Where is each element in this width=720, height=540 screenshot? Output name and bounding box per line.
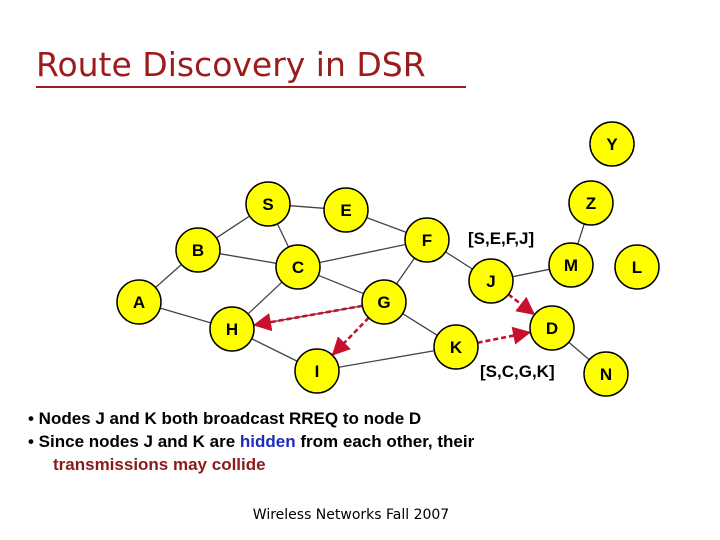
link-C-F [319, 243, 406, 264]
node-circle-N [583, 351, 629, 397]
link-G-K [402, 313, 438, 336]
node-I: I [294, 348, 340, 394]
link-B-C [219, 253, 277, 264]
node-label-L: L [632, 258, 642, 277]
footer: Wireless Networks Fall 2007 [252, 507, 450, 523]
node-G: G [361, 279, 407, 325]
node-circle-Z [568, 180, 614, 226]
node-circle-Y [589, 121, 635, 167]
node-circle-J [468, 258, 514, 304]
node-J: J [468, 258, 514, 304]
node-Y: Y [589, 121, 635, 167]
node-label-D: D [546, 319, 558, 338]
bullet-3: transmissions may collide [28, 453, 474, 476]
node-Z: Z [568, 180, 614, 226]
node-label-E: E [340, 201, 351, 220]
node-circle-M [548, 242, 594, 288]
node-label-G: G [377, 293, 390, 312]
node-label-I: I [315, 362, 320, 381]
node-label-J: J [486, 272, 495, 291]
node-circle-I [294, 348, 340, 394]
arrows-layer [252, 293, 536, 356]
node-F: F [404, 217, 450, 263]
link-H-I [251, 338, 298, 362]
bullet-2-post: from each other, their [295, 432, 475, 451]
rreq-arrow-K-D [477, 326, 532, 345]
node-circle-H [209, 306, 255, 352]
title-underline [36, 86, 466, 88]
node-C: C [275, 244, 321, 290]
link-D-N [568, 341, 590, 361]
hidden-word: hidden [239, 432, 296, 451]
node-label-M: M [564, 256, 578, 275]
rreq-arrow-G-I [331, 316, 370, 356]
node-label-K: K [450, 338, 463, 357]
node-label-F: F [422, 231, 432, 250]
node-circle-E [323, 187, 369, 233]
link-J-M [512, 268, 550, 278]
node-A: A [116, 279, 162, 325]
node-circle-B [175, 227, 221, 273]
link-S-E [289, 205, 325, 209]
link-I-K [338, 350, 435, 368]
node-circle-S [245, 181, 291, 227]
link-S-B [216, 215, 250, 239]
bullet-2: • Since nodes J and K are hidden from ea… [28, 430, 474, 453]
node-M: M [548, 242, 594, 288]
nodes-layer: S E Z Y B F C M L J A G H D K I N [116, 121, 660, 397]
link-S-C [276, 223, 290, 248]
node-circle-L [614, 244, 660, 290]
node-N: N [583, 351, 629, 397]
node-label-H: H [226, 320, 238, 339]
link-C-H [247, 281, 283, 315]
link-C-G [318, 274, 364, 295]
node-K: K [433, 324, 479, 370]
rreq-arrow-J-D [507, 293, 536, 316]
rreq-arrow-G-H [252, 304, 363, 332]
link-E-F [366, 217, 407, 233]
node-E: E [323, 187, 369, 233]
link-F-J [445, 251, 473, 270]
node-label-C: C [292, 258, 304, 277]
link-M-Z [577, 223, 585, 245]
node-circle-D [529, 305, 575, 351]
node-S: S [245, 181, 291, 227]
node-D: D [529, 305, 575, 351]
node-label-Y: Y [606, 135, 618, 154]
link-A-H [159, 307, 212, 324]
link-F-G [396, 257, 415, 285]
node-label-N: N [600, 365, 612, 384]
bullet-1: • Nodes J and K both broadcast RREQ to n… [28, 409, 422, 428]
bullet-list: • Nodes J and K both broadcast RREQ to n… [28, 407, 474, 476]
node-circle-K [433, 324, 479, 370]
collide-text: transmissions may collide [53, 455, 266, 474]
node-circle-G [361, 279, 407, 325]
bullet-2-pre: • Since nodes J and K are [28, 432, 240, 451]
node-label-Z: Z [586, 194, 596, 213]
node-circle-C [275, 244, 321, 290]
node-label-B: B [192, 241, 204, 260]
node-label-A: A [133, 293, 145, 312]
node-B: B [175, 227, 221, 273]
page-title: Route Discovery in DSR [36, 45, 426, 84]
route-label-k: [S,C,G,K] [480, 362, 555, 381]
node-circle-F [404, 217, 450, 263]
node-H: H [209, 306, 255, 352]
node-label-S: S [262, 195, 273, 214]
node-circle-A [116, 279, 162, 325]
link-B-A [155, 264, 182, 288]
route-label-j: [S,E,F,J] [468, 229, 534, 248]
node-L: L [614, 244, 660, 290]
